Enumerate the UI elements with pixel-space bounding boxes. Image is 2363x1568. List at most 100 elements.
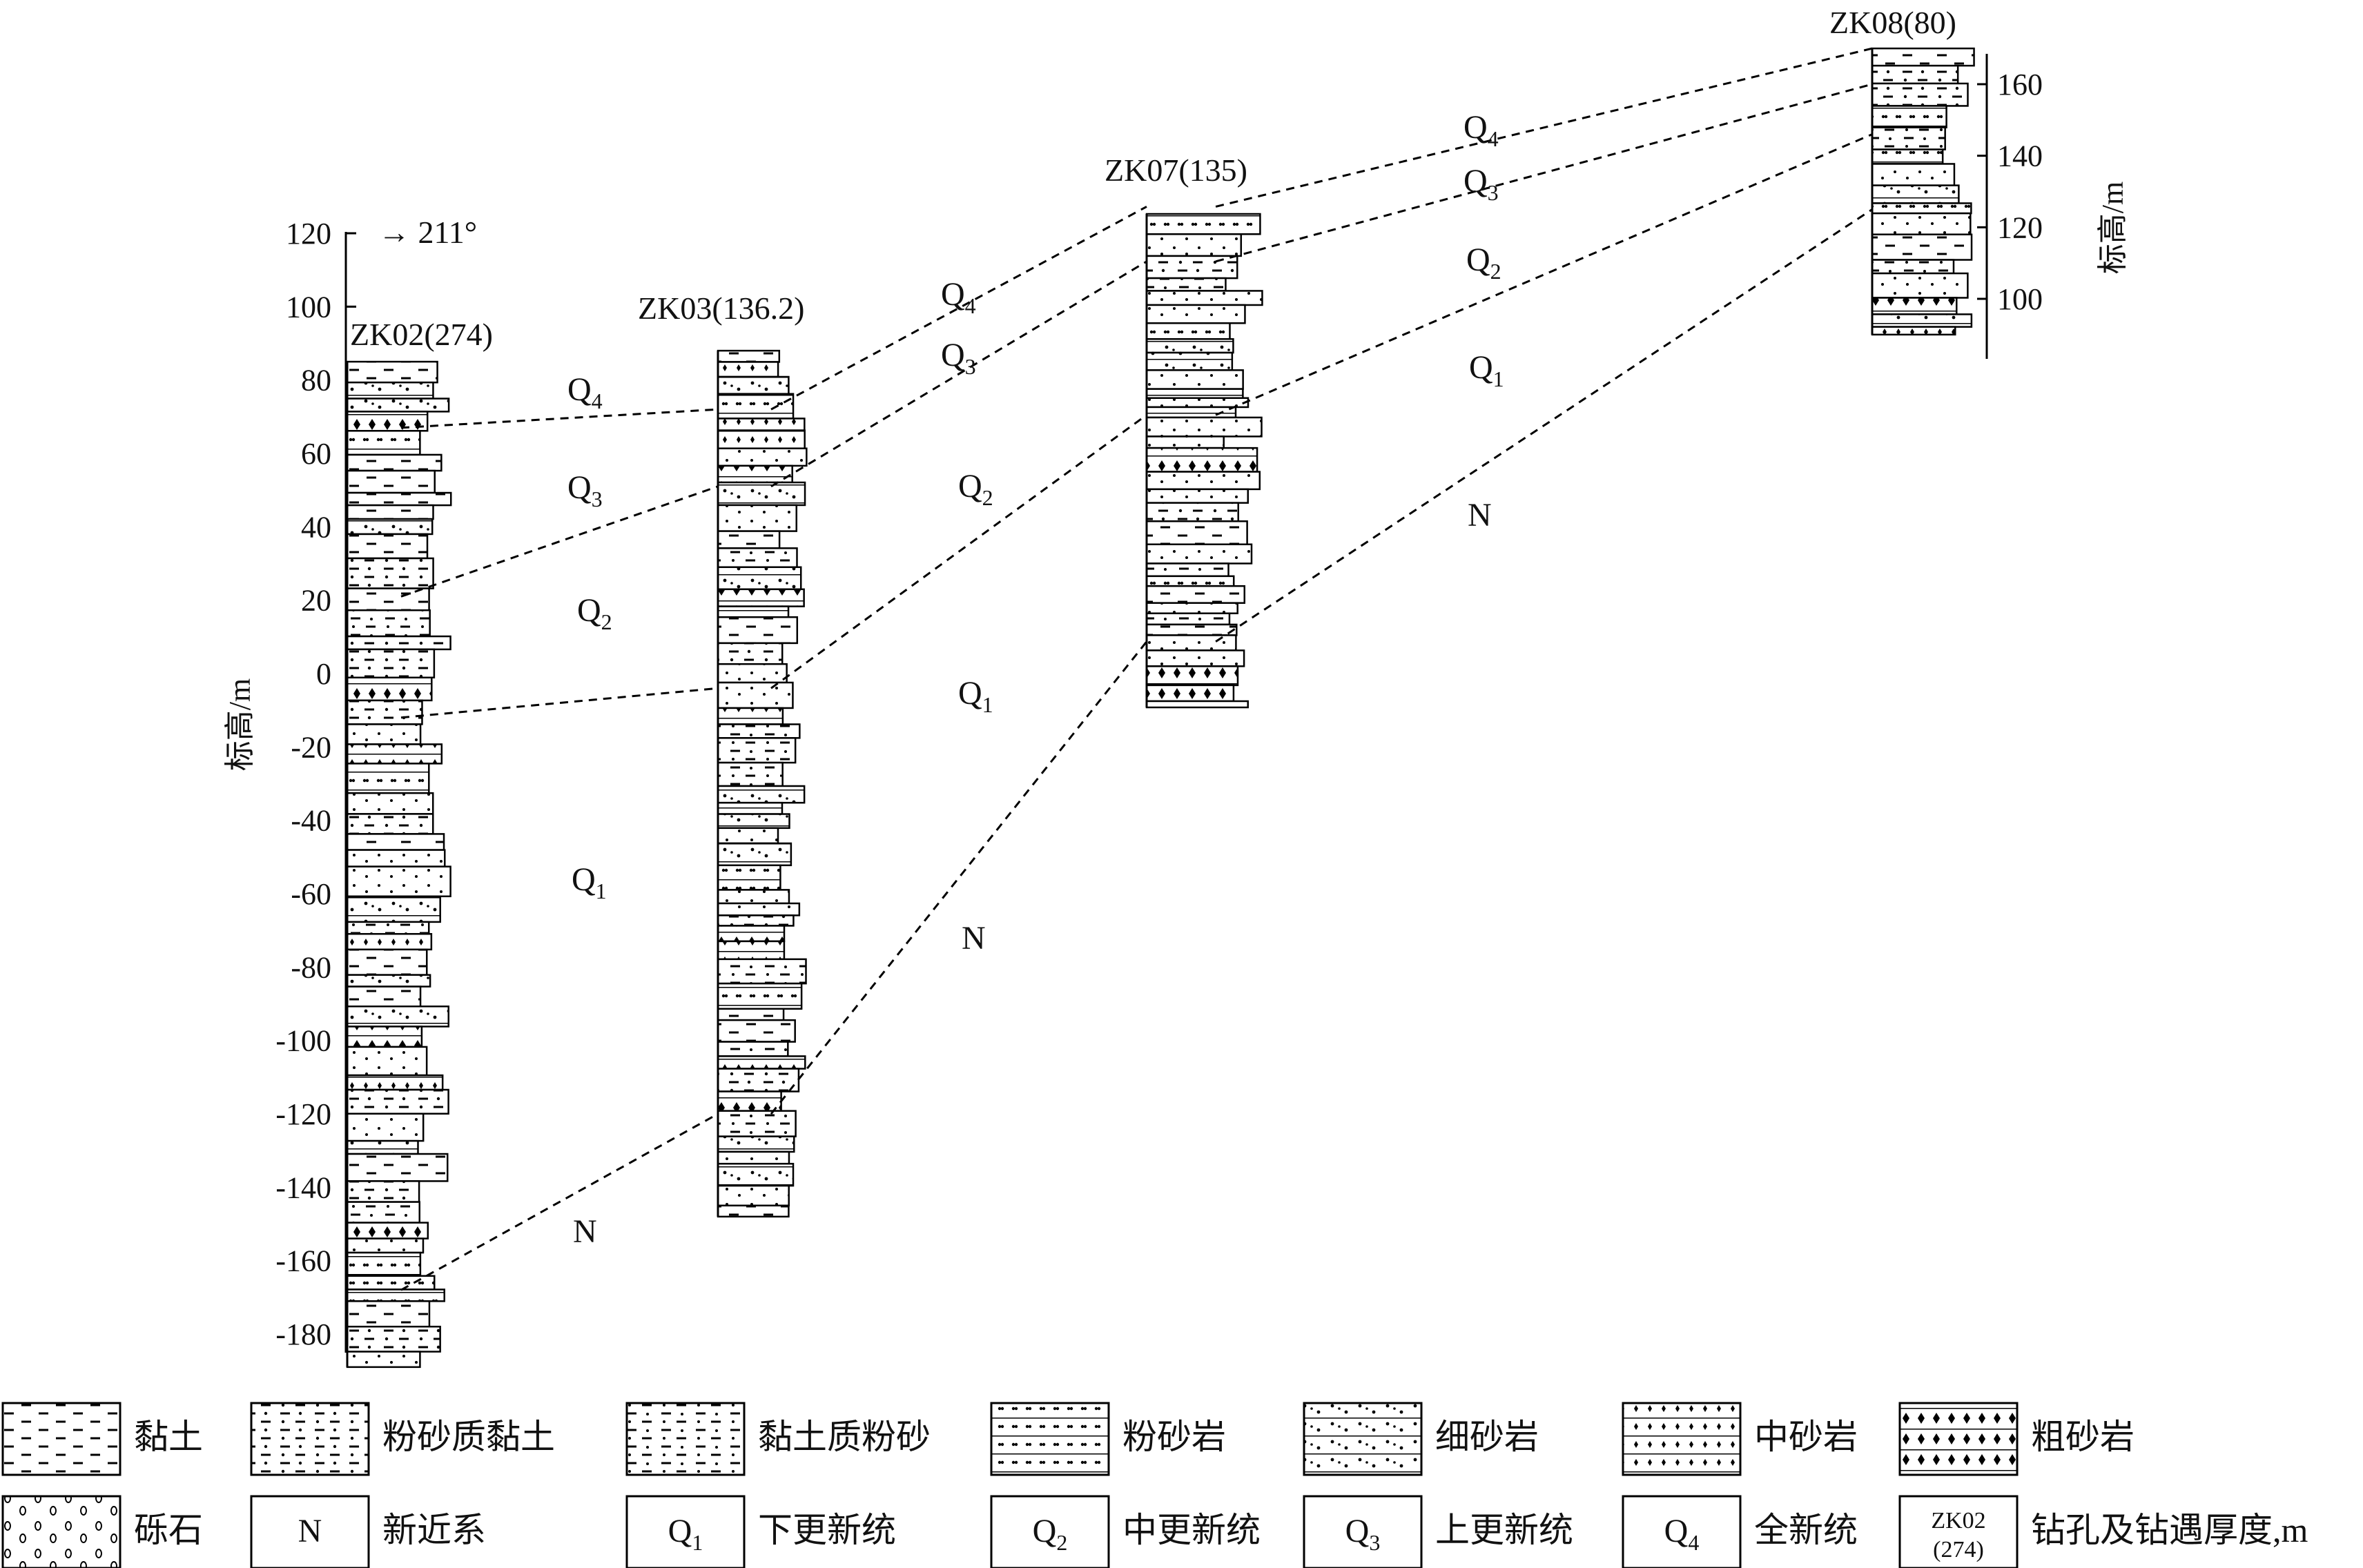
borehole-layer [346,1201,420,1224]
stratum-label: Q1 [572,861,607,903]
stratum-label: Q2 [958,468,993,510]
borehole-layer [1145,623,1238,636]
borehole-layer [346,360,438,384]
legend-symbol-sub: (274) [1933,1537,1984,1562]
borehole-layer [346,491,452,507]
borehole-layer [1145,447,1258,473]
borehole-layer [1145,649,1245,667]
legend-symbol-subscript: 2 [1056,1530,1067,1555]
borehole-layer [346,648,436,679]
stratum-subscript: 2 [1490,259,1501,284]
borehole-layer [346,1006,450,1028]
borehole-zk02: ZK02(274) [346,317,493,1369]
legend-swatch [990,1402,1110,1476]
legend-swatch [1303,1402,1423,1476]
stratum-label: Q1 [1469,349,1504,391]
borehole-layer [717,1135,795,1153]
borehole-layer [346,865,451,898]
legend-symbol-main: N [298,1513,322,1549]
borehole-layer [717,447,808,467]
borehole-layer [717,801,784,815]
borehole-layer [717,889,790,905]
stratum-symbol: Q [1469,349,1493,386]
left-tick-label: -60 [291,877,331,911]
borehole-layer [717,925,786,943]
borehole-layer [717,1110,797,1137]
boundary-q2-q1 [400,133,1873,719]
boundary-q4-q3 [400,47,1873,429]
borehole-layer [1145,700,1249,709]
stratum-symbol: Q [958,468,982,504]
stratum-symbol: Q [567,371,592,408]
legend-item-silty-clay: 粉砂质黏土 [250,1402,555,1476]
borehole-layer [717,1204,790,1218]
borehole-layer [1871,105,1947,128]
boundary-q1-n [400,208,1873,1291]
borehole-layer [346,381,434,400]
borehole-layer [717,842,792,867]
borehole-layer [1145,322,1231,340]
legend-label: 上更新统 [1435,1511,1573,1549]
borehole-layer [717,566,802,591]
legend-symbol-main: Q [1664,1513,1689,1549]
borehole-layer [717,481,806,507]
borehole-layer [346,723,422,745]
borehole-layer [1871,202,1972,215]
legend-label: 粗砂岩 [2031,1418,2135,1456]
stratum-label: Q2 [1466,242,1501,284]
stratum-symbol: N [962,920,986,957]
borehole-layer [717,1055,806,1070]
borehole-layer [1145,435,1225,449]
legend-symbol: Q2 [1033,1513,1068,1555]
borehole-layer [1145,388,1244,399]
legend-symbol: Q1 [668,1513,703,1555]
borehole-layer [346,1325,441,1353]
stratum-label: Q4 [1463,109,1499,151]
borehole-layer [1871,126,1946,150]
borehole-layer [717,681,794,709]
stratum-label: Q4 [941,276,976,318]
legend-swatch [1622,1495,1742,1568]
correlation-lines [400,47,1873,1291]
legend-symbol: N [298,1513,322,1549]
borehole-layer [346,1074,444,1091]
legend-item-gravel: 砾石 [1,1495,203,1568]
legend-item-q2: Q2 中更新统 [990,1495,1261,1568]
borehole-layer [717,1090,782,1112]
borehole-layer [1145,233,1243,257]
borehole-layer [717,504,797,532]
legend-symbol-subscript: 3 [1369,1530,1380,1555]
stratum-subscript: 3 [592,487,603,511]
legend-swatch [990,1495,1110,1568]
left-tick-label: 80 [301,364,331,398]
borehole-layer [346,895,441,923]
borehole-layer [346,398,450,413]
borehole-layer [1145,502,1239,522]
borehole-layer [717,663,788,684]
borehole-layer [717,914,795,927]
legend-label: 砾石 [134,1511,203,1549]
borehole-layer [717,464,793,484]
borehole-layer [1145,562,1229,578]
stratum-subscript: 1 [1493,366,1504,391]
borehole-layer [1871,272,1969,299]
borehole-layer [1871,163,1956,186]
stratum-subscript: 4 [592,389,603,413]
legend-label: 中更新统 [1122,1511,1261,1549]
borehole-layer [346,1222,429,1239]
legend-label: 黏土 [134,1418,203,1456]
legend-label: 细砂岩 [1435,1418,1539,1456]
borehole-layer [346,469,436,494]
left-tick-label: -100 [275,1024,331,1058]
borehole-layer [717,982,803,1010]
borehole-layer [346,792,434,815]
borehole-layer [346,974,431,988]
borehole-label: ZK02(274) [350,317,493,352]
borehole-layer [1145,338,1234,354]
borehole-layer [346,1251,422,1277]
legend-item-fine-sandstone: 细砂岩 [1303,1402,1539,1476]
left-tick-label: 100 [286,290,331,324]
